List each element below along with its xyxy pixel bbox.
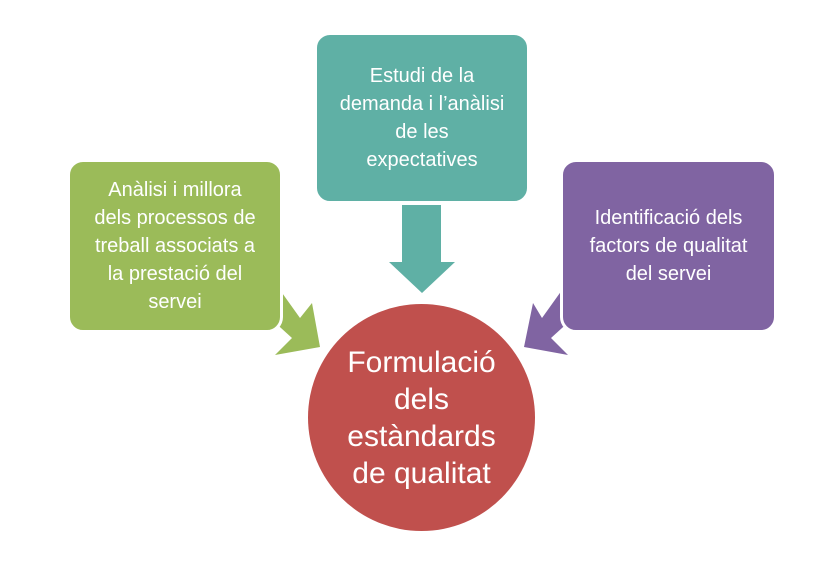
center-line: Formulació [347,345,496,379]
center-line: estàndards [347,419,496,453]
top-box-line: demanda i l’anàlisi [339,93,505,115]
right-box-line: del servei [625,263,712,285]
left-box-line: la prestació del [107,263,243,285]
left-box-line: treball associats a [94,235,256,257]
right-box-line: Identificació dels [594,207,743,229]
left-box-line: dels processos de [94,207,256,229]
arrow-down-icon [389,205,455,293]
top-box-line: Estudi de la [369,65,475,87]
center-line: dels [393,382,450,416]
right-box: Identificació dels factors de qualitat d… [560,159,777,333]
center-line: de qualitat [352,456,491,490]
top-box: Estudi de la demanda i l’anàlisi de les … [314,32,530,204]
center-circle: Formulació dels estàndards de qualitat [308,304,535,531]
right-box-line: factors de qualitat [589,235,748,257]
top-box-line: expectatives [366,149,478,171]
left-box-line: Anàlisi i millora [108,179,242,201]
top-box-line: de les [395,121,449,143]
left-box-line: servei [148,291,202,313]
left-box: Anàlisi i millora dels processos de treb… [67,159,283,333]
